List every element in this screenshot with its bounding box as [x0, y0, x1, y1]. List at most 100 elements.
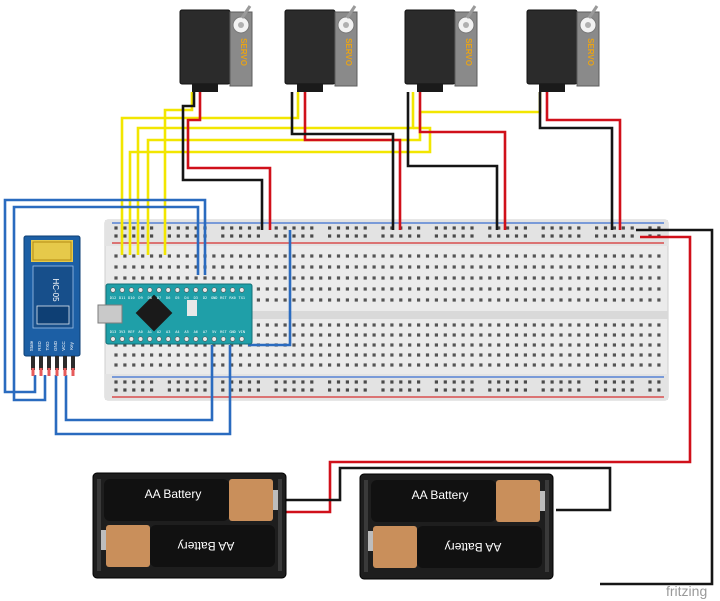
arduino-pin-label: RST	[220, 296, 227, 300]
arduino-pin-label: D10	[128, 296, 135, 300]
rail-hole	[141, 388, 145, 392]
terminal-hole	[345, 353, 349, 357]
terminal-hole	[336, 276, 341, 280]
terminal-hole	[319, 254, 323, 258]
rail-hole	[256, 388, 260, 392]
rail-hole	[345, 388, 349, 392]
terminal-hole	[417, 333, 421, 337]
terminal-hole	[514, 287, 519, 291]
terminal-hole	[158, 363, 163, 367]
rail-hole	[150, 388, 154, 392]
terminal-hole	[230, 276, 234, 280]
hc05-pin	[31, 356, 35, 370]
terminal-hole	[577, 298, 581, 302]
terminal-hole	[292, 276, 296, 280]
terminal-hole	[319, 323, 323, 327]
terminal-hole	[612, 343, 616, 347]
terminal-hole	[310, 353, 314, 357]
arduino-pin-label: REF	[128, 330, 135, 334]
terminal-hole	[461, 333, 465, 337]
terminal-hole	[399, 353, 403, 357]
terminal-hole	[452, 254, 456, 258]
terminal-hole	[363, 254, 367, 258]
rail-hole	[176, 234, 180, 238]
rail-hole	[239, 234, 243, 238]
terminal-hole	[550, 265, 554, 269]
terminal-hole	[497, 265, 501, 269]
terminal-hole	[577, 363, 581, 367]
terminal-hole	[408, 353, 412, 357]
terminal-hole	[470, 333, 474, 337]
terminal-hole	[336, 363, 341, 367]
terminal-hole	[541, 276, 545, 280]
rail-hole	[541, 226, 545, 230]
arduino-pin-label: D2	[203, 296, 207, 300]
rail-hole	[230, 380, 234, 384]
terminal-hole	[158, 343, 163, 347]
arduino-pin-label: A5	[184, 330, 188, 334]
terminal-hole	[283, 287, 287, 291]
arduino-pin-label: TX1	[239, 296, 246, 300]
terminal-hole	[310, 287, 314, 291]
arduino-pin	[110, 336, 116, 342]
rail-hole	[114, 226, 118, 230]
rail-hole	[274, 234, 278, 238]
terminal-hole	[514, 298, 519, 302]
arduino-pin-label: D4	[184, 296, 188, 300]
terminal-hole	[443, 323, 447, 327]
terminal-hole	[603, 343, 608, 347]
terminal-hole	[506, 287, 510, 291]
rail-hole	[167, 380, 171, 384]
rail-hole	[292, 234, 296, 238]
terminal-hole	[506, 343, 510, 347]
terminal-hole	[132, 254, 136, 258]
rail-hole	[132, 380, 136, 384]
rail-hole	[621, 388, 625, 392]
terminal-hole	[328, 254, 332, 258]
terminal-hole	[417, 254, 421, 258]
rail-hole	[381, 226, 385, 230]
rail-hole	[488, 226, 492, 230]
rail-hole	[176, 380, 180, 384]
rail-hole	[354, 388, 358, 392]
terminal-hole	[390, 265, 394, 269]
terminal-hole	[123, 276, 127, 280]
hc05-label: HC-05	[51, 278, 60, 302]
terminal-hole	[621, 265, 625, 269]
rail-hole	[221, 234, 225, 238]
terminal-hole	[301, 265, 305, 269]
rail-hole	[612, 226, 616, 230]
arduino-pin-label: A0	[138, 330, 142, 334]
rail-hole	[434, 388, 438, 392]
terminal-hole	[363, 333, 367, 337]
terminal-hole	[381, 254, 385, 258]
terminal-hole	[497, 323, 501, 327]
rail-hole	[434, 234, 438, 238]
rail-hole	[461, 226, 465, 230]
hc05-pin-label: Key	[69, 341, 74, 350]
terminal-hole	[230, 363, 234, 367]
terminal-hole	[399, 343, 403, 347]
terminal-hole	[648, 333, 652, 337]
terminal-hole	[532, 276, 536, 280]
rail-hole	[577, 388, 581, 392]
terminal-hole	[363, 298, 367, 302]
terminal-hole	[158, 276, 163, 280]
rail-hole	[381, 388, 385, 392]
terminal-hole	[176, 343, 180, 347]
arduino-pin	[156, 336, 162, 342]
terminal-hole	[612, 323, 616, 327]
terminal-hole	[488, 287, 492, 291]
rail-hole	[434, 380, 438, 384]
terminal-hole	[630, 265, 634, 269]
terminal-hole	[221, 276, 225, 280]
terminal-hole	[301, 333, 305, 337]
rail-hole	[301, 226, 305, 230]
terminal-hole	[221, 343, 225, 347]
terminal-hole	[203, 343, 207, 347]
rail-hole	[328, 226, 332, 230]
terminal-hole	[239, 276, 243, 280]
